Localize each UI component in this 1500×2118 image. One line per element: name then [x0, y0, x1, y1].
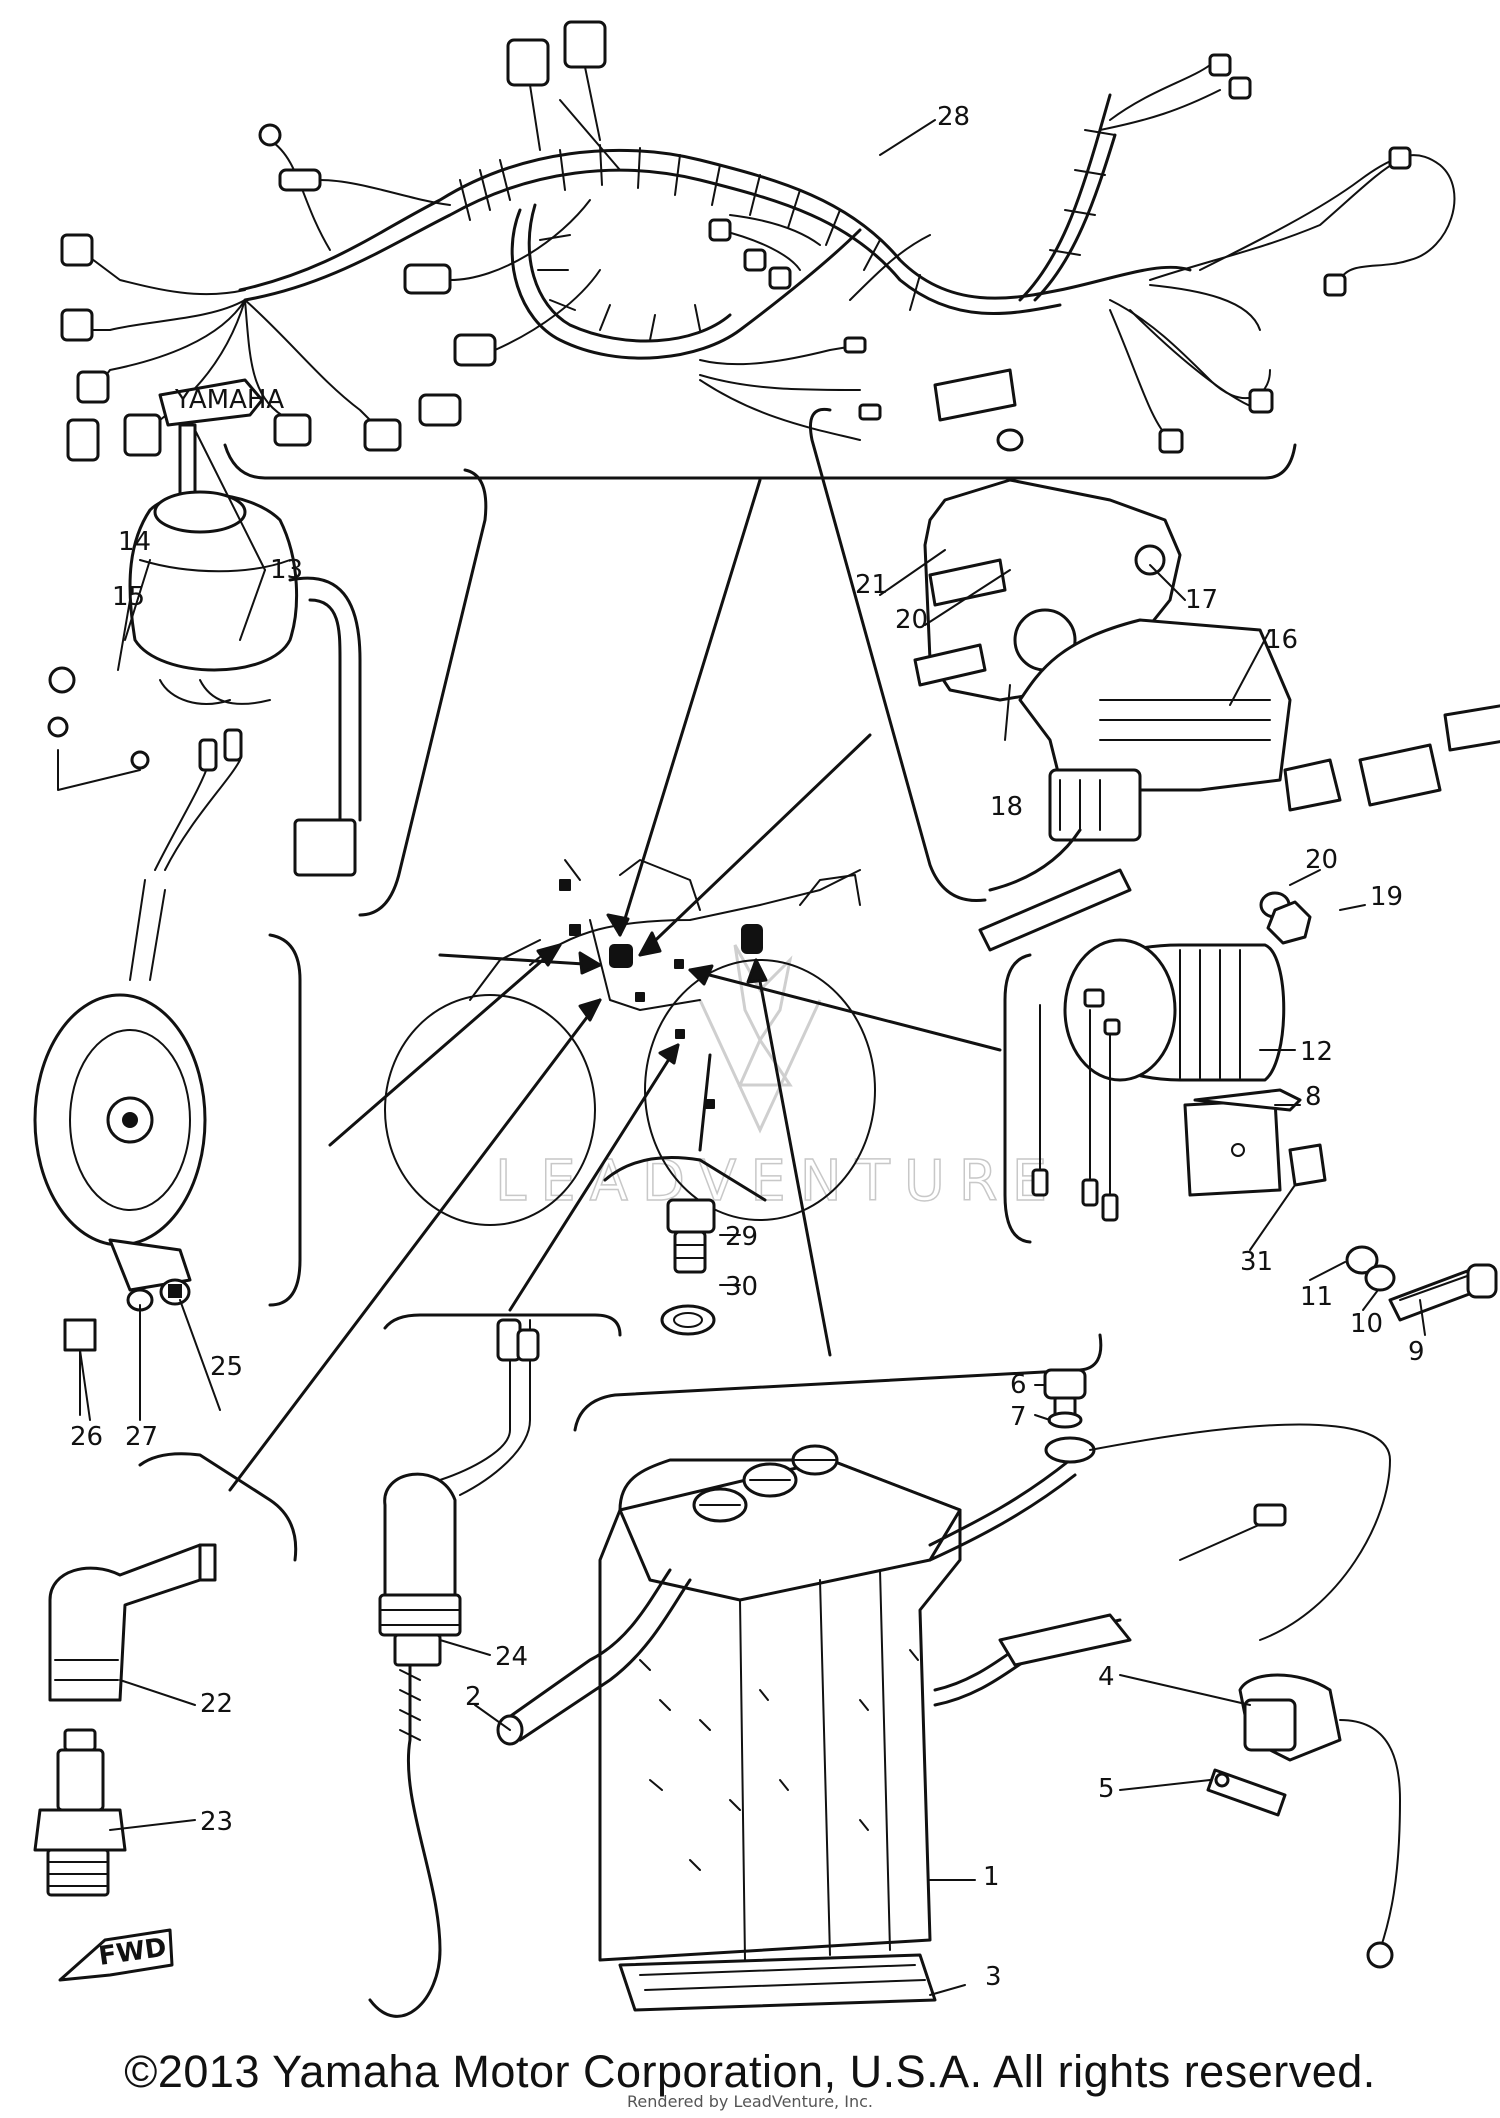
leader-lines: [228, 478, 1002, 1492]
callout-22: 22: [200, 1689, 233, 1719]
neutral-switch: [660, 1198, 716, 1336]
callout-17: 17: [1185, 585, 1218, 615]
callout-7: 7: [1010, 1402, 1027, 1432]
callout-3: 3: [985, 1962, 1002, 1992]
plug-cap-spark-plug: FWD: [33, 1543, 217, 1982]
callout-2: 2: [465, 1682, 482, 1712]
callout-24: 24: [495, 1642, 528, 1672]
pressure-switch: [368, 1318, 540, 2018]
key-brand-text: YAMAHA: [174, 385, 284, 415]
callout-13: 13: [270, 555, 303, 585]
callout-18: 18: [990, 792, 1023, 822]
callout-leaders: [79, 119, 1426, 1996]
callout-19: 19: [1370, 882, 1403, 912]
rendered-by-credit: Rendered by LeadVenture, Inc.: [627, 2092, 873, 2111]
callout-numbers: 28 14 15 13 21 20 17 16 18 20 19 12 8 31…: [70, 102, 1425, 1992]
fwd-arrow: FWD: [58, 1928, 174, 1982]
callout-8: 8: [1305, 1082, 1322, 1112]
watermark-text: LEADVENTURE: [495, 1149, 1061, 1214]
callout-21: 21: [855, 570, 888, 600]
motorcycle-silhouette: [384, 859, 876, 1226]
callout-20a: 20: [895, 605, 928, 635]
wire-harness: [60, 20, 1456, 462]
callout-14: 14: [118, 527, 151, 557]
callout-15: 15: [112, 582, 145, 612]
ignition-coil-assembly: [913, 368, 1500, 952]
callout-28: 28: [937, 102, 970, 132]
callout-6: 6: [1010, 1370, 1027, 1400]
callout-27: 27: [125, 1422, 158, 1452]
callout-10: 10: [1350, 1309, 1383, 1339]
horn: [33, 728, 243, 1416]
callout-25: 25: [210, 1352, 243, 1382]
group-brackets: [138, 407, 1297, 1562]
rectifier-relay: [1031, 938, 1498, 1322]
callout-16: 16: [1265, 625, 1298, 655]
callout-9: 9: [1408, 1337, 1425, 1367]
callout-4: 4: [1098, 1662, 1115, 1692]
callout-23: 23: [200, 1807, 233, 1837]
callout-5: 5: [1098, 1774, 1115, 1804]
callout-29: 29: [725, 1222, 758, 1252]
callout-11: 11: [1300, 1282, 1333, 1312]
callout-26: 26: [70, 1422, 103, 1452]
copyright-notice: ©2013 Yamaha Motor Corporation, U.S.A. A…: [124, 2046, 1376, 2097]
watermark: LEADVENTURE: [494, 944, 1061, 1215]
callout-1: 1: [983, 1862, 1000, 1892]
callout-31: 31: [1240, 1247, 1273, 1277]
callout-20b: 20: [1305, 845, 1338, 875]
callout-12: 12: [1300, 1037, 1333, 1067]
ignition-switch: YAMAHA: [47, 378, 362, 877]
callout-30: 30: [725, 1272, 758, 1302]
battery-assembly: [496, 1368, 1401, 2012]
